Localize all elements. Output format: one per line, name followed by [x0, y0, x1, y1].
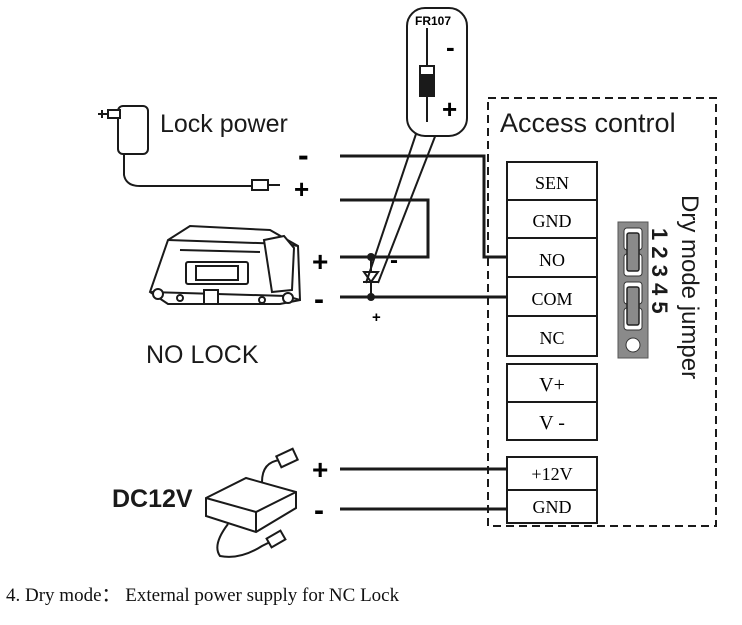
diode-plus-sign: +	[442, 94, 457, 124]
no-lock-icon	[148, 224, 302, 305]
lock-power-adapter-icon	[98, 105, 280, 191]
lock-power-label: Lock power	[160, 110, 288, 138]
terminal-no: NO	[539, 250, 565, 270]
terminal-gnd: GND	[533, 211, 572, 231]
lock-minus-sign: -	[314, 283, 324, 316]
terminal-com: COM	[531, 289, 572, 309]
terminal-v-minus: V -	[539, 412, 565, 434]
wires	[340, 154, 507, 511]
diode-minus-sign: -	[446, 32, 455, 62]
terminal-12v: +12V	[531, 464, 572, 484]
lock-plus-sign: +	[312, 246, 328, 277]
diode-on-lock	[362, 253, 380, 301]
terminal-block-bottom: +12V GND	[506, 456, 598, 524]
terminal-block-mid: V+ V -	[506, 363, 598, 441]
jumper-title: Dry mode jumper	[676, 195, 703, 379]
diode-bottom-plus: +	[372, 309, 381, 326]
dc-plus-sign: +	[312, 454, 328, 485]
diode-bottom-minus: -	[390, 247, 398, 274]
dc-minus-sign: -	[314, 494, 324, 527]
no-lock-label: NO LOCK	[146, 341, 259, 369]
diode-part-number: FR107	[415, 14, 451, 28]
figure-caption: 4. Dry mode： External power supply for N…	[6, 585, 400, 606]
access-control-box	[487, 97, 717, 527]
lock-power-minus-sign: -	[298, 137, 309, 173]
terminal-gnd-bottom: GND	[533, 497, 572, 517]
dry-mode-jumper	[617, 221, 649, 359]
access-control-label: Access control	[500, 108, 676, 138]
terminal-nc: NC	[539, 328, 564, 348]
terminal-sen: SEN	[535, 173, 569, 193]
lock-power-plus-sign: +	[294, 174, 309, 204]
dc12v-adapter-icon	[205, 447, 300, 558]
dc12v-label: DC12V	[112, 485, 193, 513]
terminal-block-top: SEN GND NO COM NC	[506, 161, 598, 357]
diode-callout	[406, 7, 468, 137]
terminal-v-plus: V+	[539, 374, 565, 396]
jumper-numbers: 1 2 3 4 5	[647, 228, 672, 314]
diode-callout-lines	[365, 133, 437, 284]
